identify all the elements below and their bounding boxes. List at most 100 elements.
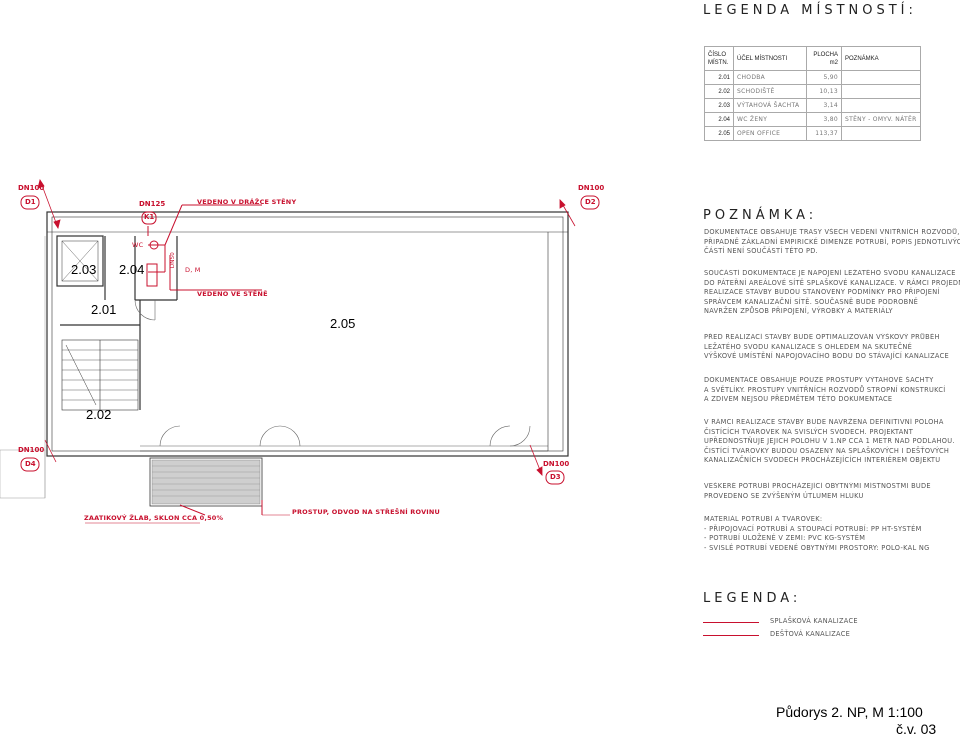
note-line: ČISTÍCÍCH TVAROVEK NA SVISLÝCH SVODECH. … [704, 427, 914, 436]
pipe-bubbles [20, 195, 600, 485]
note-line: - PŘIPOJOVACÍ POTRUBÍ A STOUPACÍ POTRUBÍ… [704, 524, 922, 533]
note-line: A SVĚTLÍKY. PROSTUPY VNITŘNÍCH ROZVODŮ S… [704, 385, 946, 394]
roof-hatch [149, 457, 263, 507]
note-line: MATERIÁL POTRUBÍ A TVAROVEK: [704, 515, 823, 523]
legend-label-sewage: SPLAŠKOVÁ KANALIZACE [770, 617, 858, 625]
room-num: 2.02 [704, 84, 734, 99]
bubble-d4-dn: DN100 [18, 446, 45, 454]
callout-prostup: PROSTUP, ODVOD NA STŘEŠNÍ ROVINU [292, 508, 441, 516]
note-line: - POTRUBÍ ULOŽENÉ V ZEMI: PVC KG-SYSTÉM [704, 534, 866, 543]
legend-label-rain: DEŠŤOVÁ KANALIZACE [770, 630, 851, 638]
room-num: 2.05 [704, 126, 734, 141]
room-num: 2.04 [704, 112, 734, 127]
note-line: VEŠKERÉ POTRUBÍ PROCHÁZEJÍCÍ OBYTNÝMI MÍ… [704, 482, 931, 490]
bubble-k1-id: K1 [144, 213, 155, 221]
room-label-2-03: 2.03 [71, 262, 97, 277]
note-line: ČÁSTÍ NENÍ SOUČÁSTÍ TÉTO PD. [704, 247, 819, 256]
callout-zlab: ZAATIKOVÝ ŽLAB, SKLON CCA 0,50% [84, 514, 224, 522]
note-line: SPRÁVCEM KANALIZAČNÍ SÍTĚ. SOUČASNĚ BUDE… [704, 297, 919, 306]
room-purpose: CHODBA [733, 70, 807, 85]
bubble-d2-dn: DN100 [578, 184, 605, 192]
note-line: PŘED REALIZACÍ STAVBY BUDE OPTIMALIZOVÁN… [704, 333, 940, 341]
left-edge [0, 236, 46, 499]
note-paragraph: SOUČÁSTÍ DOKUMENTACE JE NAPOJENÍ LEŽATÉH… [704, 269, 960, 317]
room-legend-header-row: ČÍSLO MÍSTN. ÚČEL MÍSTNOSTI PLOCHA m2 PO… [704, 46, 921, 71]
note-line: - SVISLÉ POTRUBÍ VEDENÉ OBYTNÝMI PROSTOR… [704, 543, 930, 552]
callout-vedeno-drazce: VEDENO V DRÁŽCE STĚNY [197, 198, 297, 206]
bubble-k1-dn: DN125 [139, 200, 166, 208]
note-line: DOKUMENTACE OBSAHUJE POUZE PROSTUPY VÝTA… [704, 376, 934, 384]
room-note [841, 70, 921, 85]
room-legend-table: ČÍSLO MÍSTN. ÚČEL MÍSTNOSTI PLOCHA m2 PO… [704, 46, 921, 141]
room-legend-row: 2.02 SCHODIŠTĚ 10,13 [704, 84, 921, 99]
corner-arrows [37, 179, 576, 476]
room-label-2-01: 2.01 [91, 302, 117, 317]
bubble-d4-id: D4 [25, 460, 36, 468]
note-line: PROVEDENO SE ZVÝŠENÝM ÚTLUMEM HLUKU [704, 491, 864, 500]
room-area: 5,90 [806, 70, 842, 85]
bubble-d1-dn: DN100 [18, 184, 45, 192]
room-area: 113,37 [806, 126, 842, 141]
room-legend-row: 2.01 CHODBA 5,90 [704, 70, 921, 85]
doors [134, 299, 531, 447]
room-note [841, 84, 921, 99]
room-purpose: WC ŽENY [733, 112, 807, 127]
note-line: REALIZACE STAVBY BUDOU STANOVENY PODMÍNK… [704, 288, 940, 297]
drawing-number: č.v. 03 [896, 721, 937, 737]
room-legend-row: 2.03 VÝTAHOVÁ ŠACHTA 3,14 [704, 98, 921, 113]
note-paragraph: V RÁMCI REALIZACE STAVBY BUDE NAVRŽENA D… [704, 418, 960, 466]
room-legend-row: 2.05 OPEN OFFICE 113,37 [704, 126, 921, 141]
note-line: SOUČÁSTÍ DOKUMENTACE JE NAPOJENÍ LEŽATÉH… [704, 269, 956, 277]
room-num: 2.01 [704, 70, 734, 85]
room-num: 2.03 [704, 98, 734, 113]
floor-plan [0, 179, 600, 524]
room-legend-header-num: ČÍSLO MÍSTN. [704, 46, 734, 71]
note-paragraph: MATERIÁL POTRUBÍ A TVAROVEK: - PŘIPOJOVA… [704, 515, 960, 553]
room-label-2-02: 2.02 [86, 407, 112, 422]
room-area: 3,14 [806, 98, 842, 113]
drawing-title: Půdorys 2. NP, M 1:100 [776, 704, 923, 720]
bubble-d1-id: D1 [25, 198, 36, 206]
room-area: 10,13 [806, 84, 842, 99]
note-line: A ZDIVEM NEJSOU PŘEDMĚTEM TÉTO DOKUMENTA… [704, 395, 893, 404]
walls [46, 211, 569, 457]
note-line: DOKUMENTACE OBSAHUJE TRASY VŠECH VEDENÍ … [704, 228, 960, 236]
callout-wc-dn: DN50 [170, 252, 176, 269]
room-note: STĚNY - OMYV. NÁTĚR [841, 112, 921, 127]
notes-heading: POZNÁMKA: [703, 208, 818, 223]
legend-line-sewage [703, 622, 759, 623]
bubble-d2-id: D2 [585, 198, 596, 206]
room-area: 3,80 [806, 112, 842, 127]
pipes [85, 204, 290, 524]
room-legend-header-area: PLOCHA m2 [806, 46, 842, 71]
note-paragraph: VEŠKERÉ POTRUBÍ PROCHÁZEJÍCÍ OBYTNÝMI MÍ… [704, 482, 960, 501]
legend-line-rain [703, 635, 759, 636]
note-paragraph: PŘED REALIZACÍ STAVBY BUDE OPTIMALIZOVÁN… [704, 333, 960, 362]
note-line: UPŘEDNOSTŇUJE JEJICH POLOHU V 1.NP CCA 1… [704, 437, 955, 446]
callout-wc: WC [132, 241, 144, 249]
room-legend-row: 2.04 WC ŽENY 3,80 STĚNY - OMYV. NÁTĚR [704, 112, 921, 127]
note-line: NAVRŽEN ZPŮSOB PŘIPOJENÍ, VÝROBKY A MATE… [704, 307, 893, 316]
note-paragraph: DOKUMENTACE OBSAHUJE POUZE PROSTUPY VÝTA… [704, 376, 960, 405]
room-legend-header-note: POZNÁMKA [841, 46, 921, 71]
bubble-d3-id: D3 [550, 473, 561, 481]
note-paragraph: DOKUMENTACE OBSAHUJE TRASY VŠECH VEDENÍ … [704, 228, 960, 257]
note-line: PŘIPADNĚ ZÁKLADNÍ EMPIRICKÉ DIMENZE POTR… [704, 237, 960, 246]
room-label-2-05: 2.05 [330, 316, 356, 331]
room-legend-header-purpose: ÚČEL MÍSTNOSTI [733, 46, 807, 71]
room-purpose: SCHODIŠTĚ [733, 84, 807, 99]
callout-d-m: D, M [185, 266, 201, 274]
room-label-2-04: 2.04 [119, 262, 145, 277]
callout-vedeno-stene: VEDENO VE STĚNĚ [197, 290, 268, 298]
note-line: ČISTÍCÍ TVAROVKY BUDOU OSAZENY NA SPLAŠK… [704, 446, 950, 455]
room-note [841, 98, 921, 113]
note-line: KANALIZAČNÍCH SVODECH PROCHÁZEJÍCÍCH INT… [704, 456, 941, 465]
note-line: VÝŠKOVÉ UMÍSTĚNÍ NAPOJOVACÍHO BODU DO ST… [704, 352, 949, 361]
note-line: V RÁMCI REALIZACE STAVBY BUDE NAVRŽENA D… [704, 418, 944, 426]
room-legend-heading: LEGENDA MÍSTNOSTÍ: [703, 3, 917, 18]
room-note [841, 126, 921, 141]
note-line: DO PÁTEŘNÍ AREÁLOVÉ SÍTĚ SPLAŠKOVÉ KANAL… [704, 278, 960, 287]
bubble-d3-dn: DN100 [543, 460, 570, 468]
legend-heading: LEGENDA: [703, 591, 802, 606]
room-purpose: VÝTAHOVÁ ŠACHTA [733, 98, 807, 113]
